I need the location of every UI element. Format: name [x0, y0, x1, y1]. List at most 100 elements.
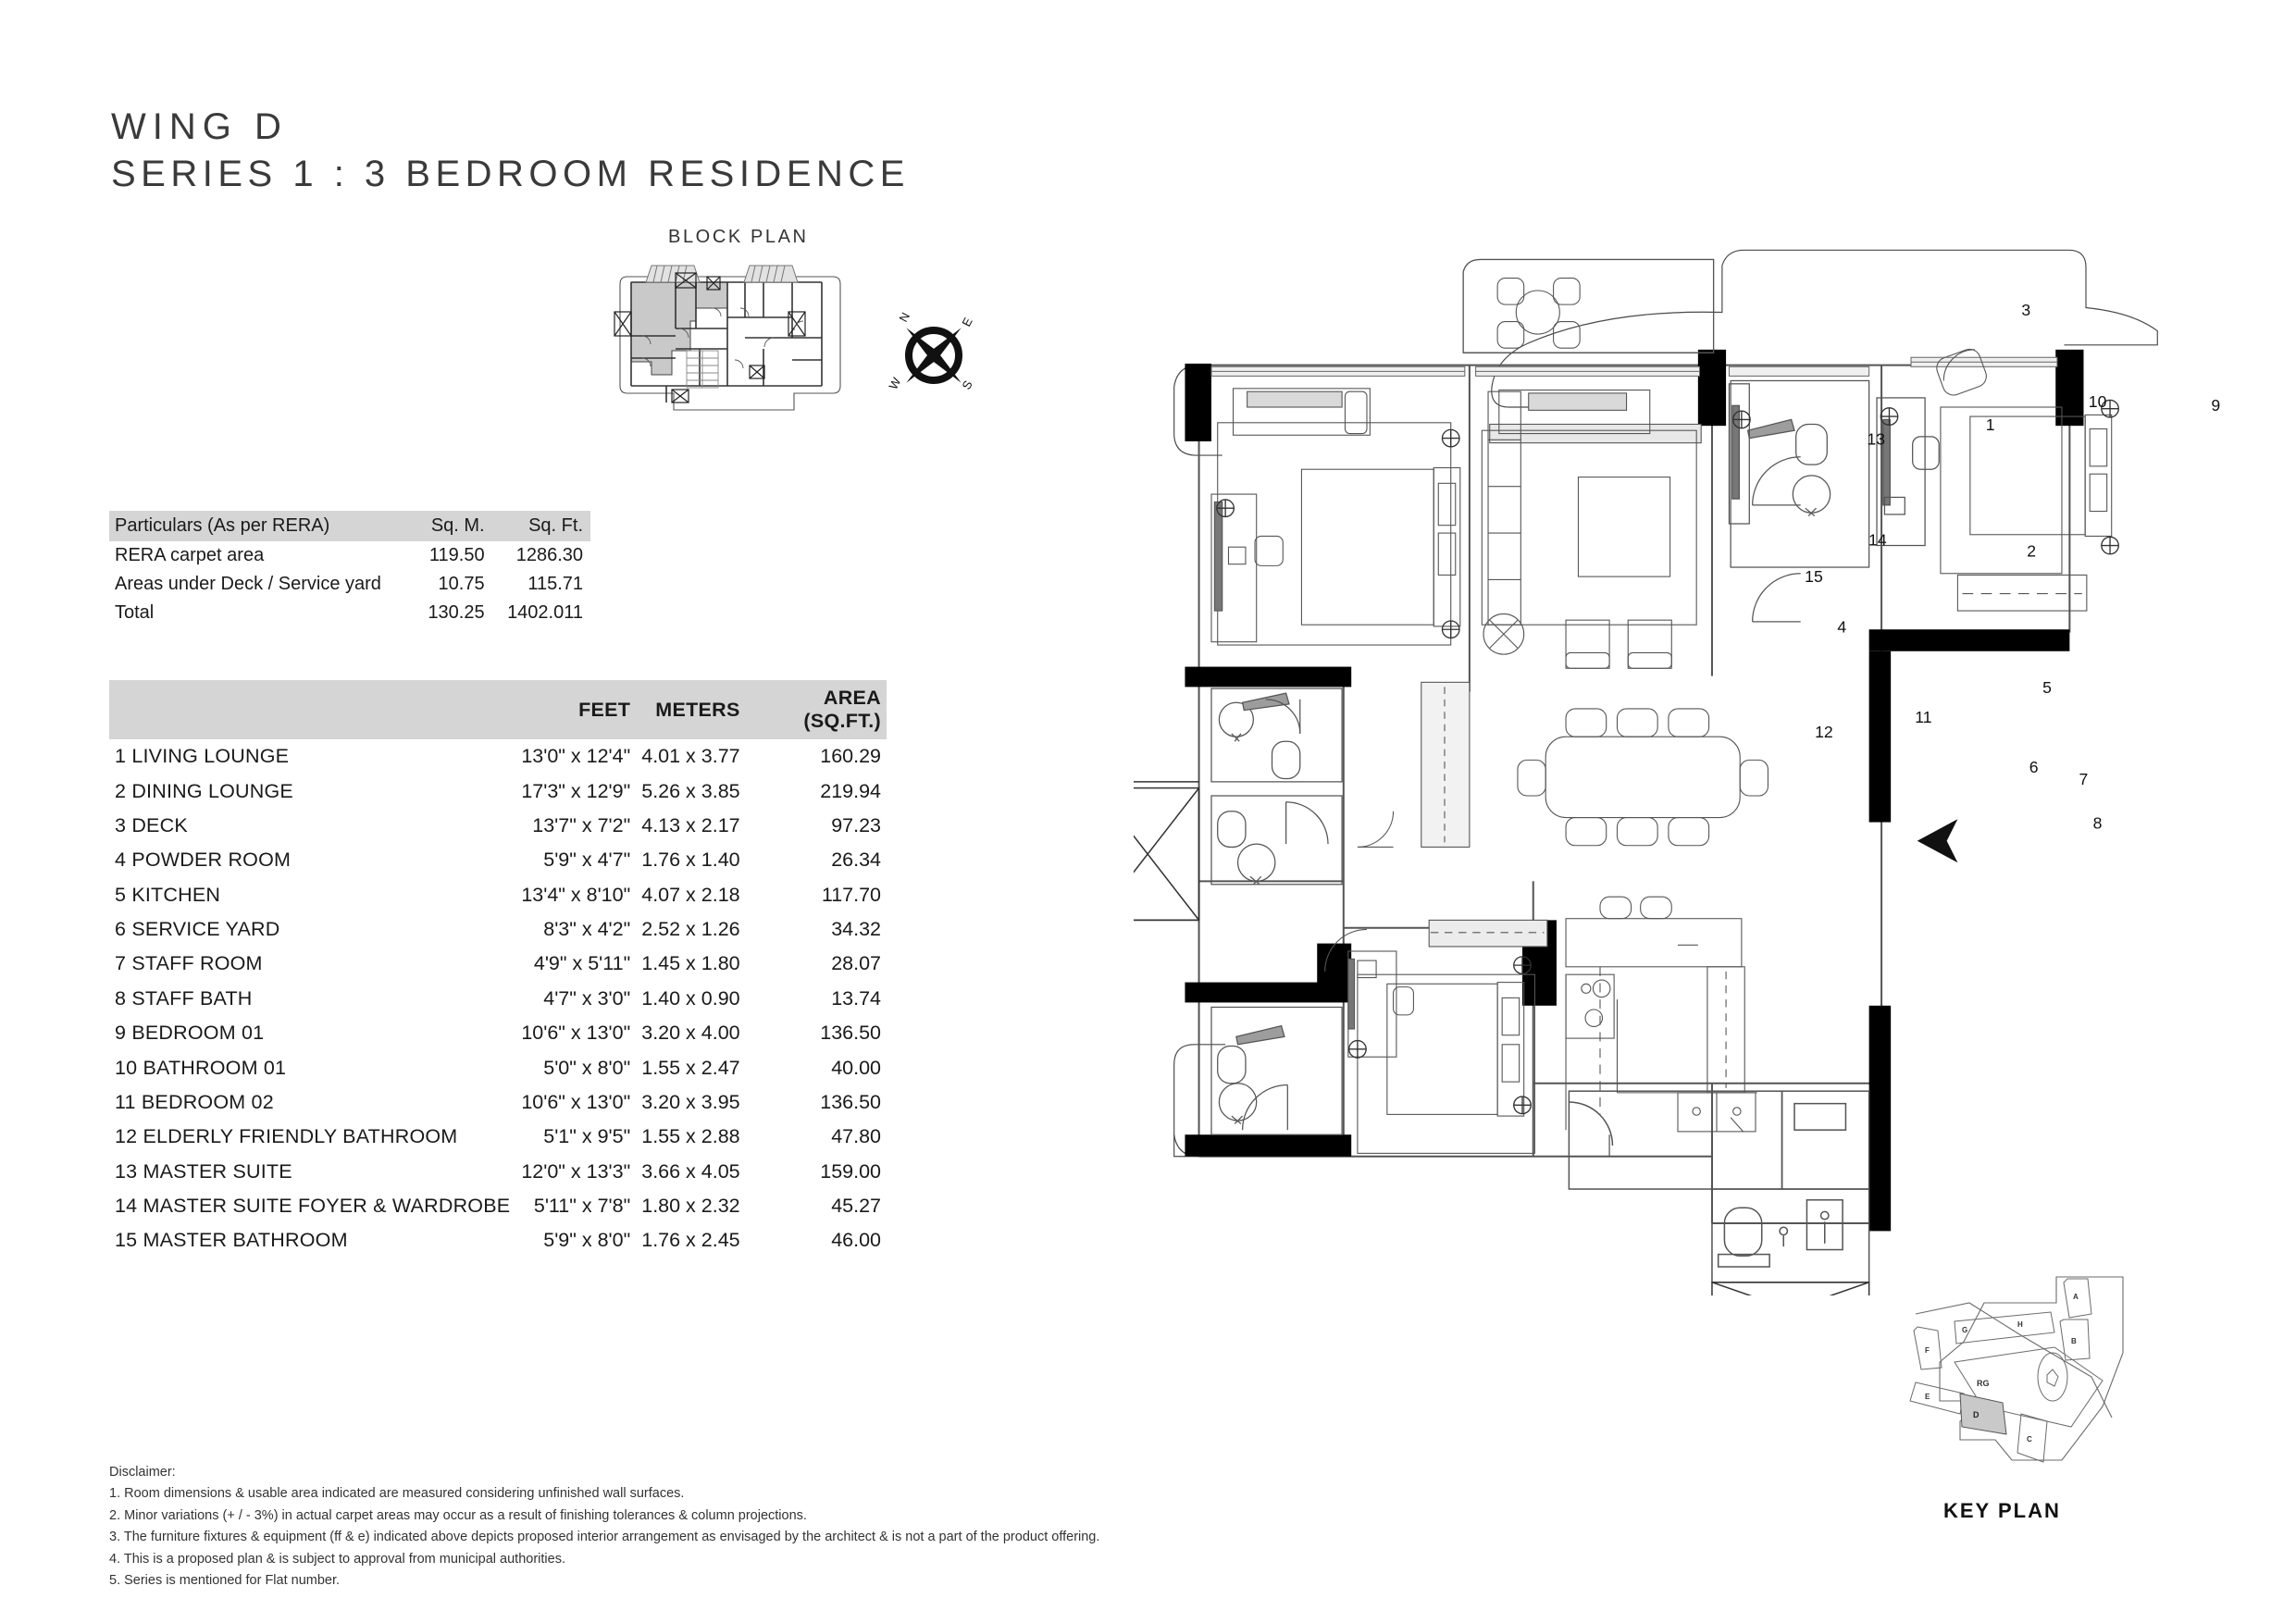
disclaimer-line: 1. Room dimensions & usable area indicat… [109, 1486, 685, 1502]
key-plan-figure: RG A B G H F E D [1909, 1276, 2124, 1463]
cell-area: 136.50 [820, 1090, 881, 1113]
cell-feet: 8'3" x 4'2" [543, 918, 631, 941]
cell-area: 46.00 [831, 1229, 881, 1252]
table-header-row: FEET METERS AREA (SQ.FT.) [109, 680, 887, 739]
cell-meters: 1.80 x 2.32 [641, 1195, 740, 1218]
cell-feet: 17'3" x 12'9" [521, 779, 631, 802]
cell-area: 45.27 [831, 1195, 881, 1218]
cell-name: 2 DINING LOUNGE [115, 779, 293, 802]
cell-meters: 3.20 x 4.00 [641, 1022, 740, 1045]
cell-area: 40.00 [831, 1056, 881, 1079]
disclaimer-title: Disclaimer: [109, 1465, 176, 1480]
room-number-8: 8 [2093, 813, 2103, 832]
cell-area: 47.80 [831, 1125, 881, 1148]
cell-meters: 5.26 x 3.85 [641, 779, 740, 802]
cell-name: 10 BATHROOM 01 [115, 1056, 287, 1079]
cell-meters: 1.55 x 2.47 [641, 1056, 740, 1079]
room-number-15: 15 [1805, 567, 1823, 586]
cell-name: 5 KITCHEN [115, 883, 221, 906]
col-room-name [109, 680, 516, 739]
col-area: AREA (SQ.FT.) [745, 680, 887, 739]
cell-meters: 1.76 x 1.40 [641, 849, 740, 872]
cell-feet: 10'6" x 13'0" [521, 1022, 631, 1045]
cell-feet: 5'0" x 8'0" [543, 1056, 631, 1079]
cell-name: 1 LIVING LOUNGE [115, 745, 290, 768]
cell-name: 7 STAFF ROOM [115, 952, 263, 975]
table-header-row: Particulars (As per RERA) Sq. M. Sq. Ft. [109, 511, 590, 541]
cell-feet: 4'7" x 3'0" [543, 986, 631, 1010]
keyplan-building-d-highlighted: D [1973, 1410, 1980, 1419]
cell-feet: 5'1" x 9'5" [543, 1125, 631, 1148]
cell-sqm: 130.25 [428, 602, 485, 623]
wing-title: WING D [111, 106, 288, 147]
cell-sqft: 115.71 [527, 574, 583, 594]
room-number-11: 11 [1915, 708, 1931, 726]
cell-sqm: 10.75 [438, 574, 485, 594]
cell-meters: 1.55 x 2.88 [641, 1125, 740, 1148]
cell-name: 13 MASTER SUITE [115, 1159, 292, 1183]
disclaimer-line: 5. Series is mentioned for Flat number. [109, 1573, 341, 1589]
cell-name: 12 ELDERLY FRIENDLY BATHROOM [115, 1125, 458, 1148]
room-number-14: 14 [1868, 531, 1887, 550]
col-meters: METERS [636, 680, 746, 739]
cell-area: 117.70 [821, 883, 881, 906]
keyplan-building-h: H [2017, 1320, 2023, 1329]
block-plan: BLOCK PLAN [611, 227, 999, 458]
cell-feet: 5'9" x 8'0" [543, 1229, 631, 1252]
room-number-3: 3 [2021, 301, 2030, 319]
col-sqft: Sq. Ft. [491, 511, 590, 541]
disclaimer-line: 4. This is a proposed plan & is subject … [109, 1551, 565, 1567]
room-number-12: 12 [1815, 723, 1833, 741]
room-schedule-table: FEET METERS AREA (SQ.FT.) 1 LIVING LOUNG… [109, 680, 887, 1258]
col-sqm: Sq. M. [415, 511, 492, 541]
page-title: WING D SERIES 1 : 3 BEDROOM RESIDENCE [111, 104, 910, 198]
compass-e-label: E [959, 315, 974, 328]
col-particulars: Particulars (As per RERA) [109, 511, 416, 541]
keyplan-building-g: G [1962, 1326, 1967, 1334]
block-plan-figure [611, 256, 861, 437]
cell-meters: 1.45 x 1.80 [641, 952, 740, 975]
compass-w-label: W [886, 375, 903, 392]
cell-name: 15 MASTER BATHROOM [115, 1229, 348, 1252]
col-feet: FEET [515, 680, 637, 739]
cell-sqft: 1402.011 [507, 602, 583, 623]
cell-feet: 5'9" x 4'7" [543, 849, 631, 872]
room-number-13: 13 [1867, 429, 1885, 448]
cell-area: 136.50 [820, 1022, 881, 1045]
rera-particulars-table: Particulars (As per RERA) Sq. M. Sq. Ft.… [109, 511, 590, 627]
cell-meters: 2.52 x 1.26 [641, 918, 740, 941]
cell-feet: 10'6" x 13'0" [521, 1090, 631, 1113]
keyplan-building-rg: RG [1977, 1379, 1990, 1388]
cell-name: 14 MASTER SUITE FOYER & WARDROBE [115, 1195, 511, 1218]
key-plan: RG A B G H F E D [1888, 1268, 2184, 1536]
disclaimer-line: 2. Minor variations (+ / - 3%) in actual… [109, 1507, 807, 1523]
cell-sqm: 119.50 [428, 545, 485, 565]
cell-feet: 13'0" x 12'4" [521, 745, 631, 768]
room-number-9: 9 [2211, 396, 2220, 415]
room-number-2: 2 [2027, 541, 2036, 560]
cell-feet: 13'7" x 7'2" [532, 813, 631, 836]
compass-n-label: N [896, 310, 912, 324]
disclaimer-line: 3. The furniture fixtures & equipment (f… [109, 1530, 1100, 1545]
cell-area: 13.74 [831, 986, 881, 1010]
disclaimer: Disclaimer: 1. Room dimensions & usable … [109, 1462, 1405, 1592]
cell-name: 11 BEDROOM 02 [115, 1090, 274, 1113]
table-row: Total 130.25 1402.011 [109, 599, 590, 627]
cell-area: 159.00 [820, 1159, 881, 1183]
room-number-10: 10 [2089, 392, 2107, 411]
cell-meters: 4.07 x 2.18 [641, 883, 740, 906]
cell-name: 8 STAFF BATH [115, 986, 253, 1010]
cell-feet: 13'4" x 8'10" [521, 883, 631, 906]
room-number-1: 1 [1986, 415, 1995, 434]
cell-particular: Total [115, 602, 155, 623]
block-plan-label: BLOCK PLAN [668, 227, 809, 247]
